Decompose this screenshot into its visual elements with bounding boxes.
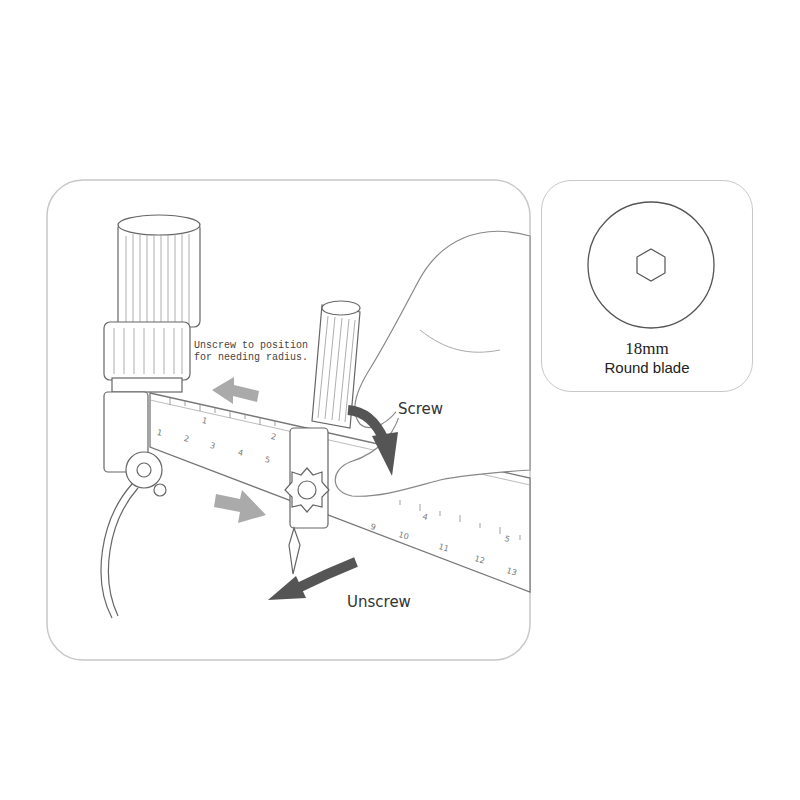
- action-label: Screw: [396, 400, 445, 418]
- blade-hex-hole: [637, 249, 665, 281]
- move-arrow: [214, 490, 266, 523]
- blade-size: 18mm: [542, 339, 752, 359]
- unscrew-arrow-head: [268, 576, 306, 600]
- action-label: Unscrew: [345, 593, 413, 611]
- left-panel: [47, 180, 530, 660]
- hand-crease: [420, 330, 500, 352]
- left-knob: [101, 215, 200, 618]
- blade-circle: [588, 202, 714, 328]
- screw-arrow-head: [372, 432, 398, 476]
- move-arrow: [212, 377, 259, 404]
- hand: [335, 231, 530, 496]
- unscrew-arrow: [298, 562, 356, 588]
- instruction-note: Unscrew to position for needing radius.: [194, 340, 310, 364]
- blade-name: Round blade: [542, 359, 752, 376]
- info-panel: 18mmRound blade: [541, 180, 753, 392]
